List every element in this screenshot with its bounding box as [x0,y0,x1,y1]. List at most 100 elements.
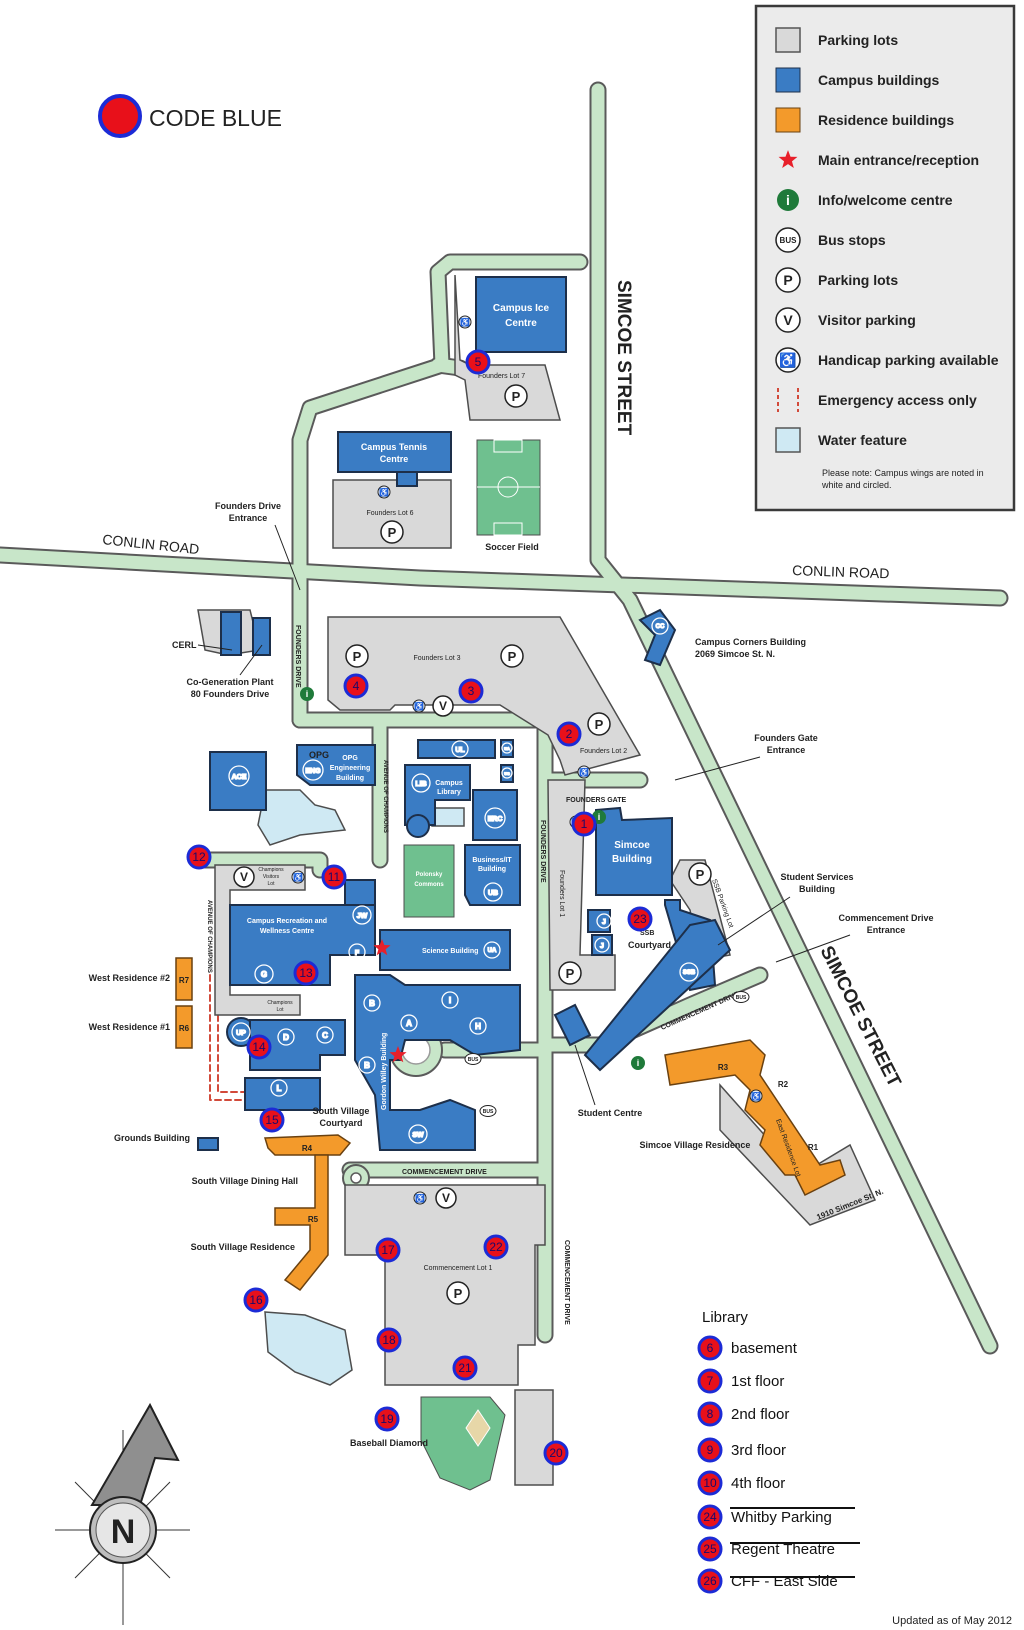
code-blue-station-21: 21 [452,1355,478,1381]
svg-text:P: P [696,867,705,882]
legend-item-parking-lot-swatch: Parking lots [775,27,898,53]
code-blue-station-22: 22 [483,1234,509,1260]
handicap-icon: ♿ [577,765,591,779]
bus-icon: BUS [464,1053,482,1065]
polonsky-commons [403,844,455,918]
code-blue-icon [376,1327,402,1353]
r4-label: R4 [302,1144,313,1153]
legend-item-water-feature-swatch: Water feature [775,427,907,453]
opg-label-3: Building [336,775,364,782]
student-centre [553,1003,592,1047]
champions-visitors-label: Champions [258,867,284,873]
library-legend-number: 25 [703,1542,717,1556]
wing-f: F [355,950,360,957]
commencement-entrance-label: Commencement Drive [838,913,933,923]
code-blue-station-5: 5 [465,349,491,375]
opg-engineering-building [296,744,376,786]
cerl-label: CERL [172,640,197,650]
legend-item-label: Campus buildings [818,72,940,88]
crwc-label-2: Wellness Centre [260,928,314,935]
residence-r7 [175,957,193,1001]
svg-text:BUS: BUS [736,995,747,1001]
svg-text:V: V [439,699,447,713]
code-blue-icon [465,349,491,375]
wing-us: US [504,771,510,776]
library-legend-label: 2nd floor [731,1406,789,1423]
library-legend-label: basement [731,1340,798,1357]
code-blue-station-3: 3 [458,678,484,704]
wing-b-2: B [364,1061,370,1070]
r7-label: R7 [179,976,190,985]
polonsky-label: Polonsky [416,872,443,878]
parking-icon: P [380,520,404,544]
cogen-label: Co-Generation Plant [186,677,273,687]
founders-drive-label-2: FOUNDERS DRIVE [539,820,546,883]
code-blue-station-16: 16 [243,1287,269,1313]
ul-building [417,739,496,759]
d-c-wing [249,1019,346,1071]
code-blue-station-15: 15 [259,1107,285,1133]
code-blue-icon [259,1107,285,1133]
info-icon: i [777,189,799,211]
simcoe-building-label: Simcoe [614,840,650,851]
svg-text:i: i [598,812,601,822]
founders-drive-entrance-label-2: Entrance [229,513,268,523]
founders-drive-entrance-label: Founders Drive [215,501,281,511]
student-services-building [583,918,732,1072]
grounds-building [197,1137,219,1151]
wing-ssb: SSB [683,970,696,976]
code-blue-icon [483,1234,509,1260]
legend-item-label: Visitor parking [818,312,916,328]
code-blue-number: 13 [299,966,313,980]
code-blue-number: 11 [328,870,341,884]
campus-library-label-2: Library [437,789,461,796]
campus-tennis-centre [337,431,452,473]
campus-library [404,764,471,826]
wing-b-1: B [369,999,375,1008]
handicap-icon: ♿ [377,485,391,499]
wing-j-2: J [600,943,604,950]
residence-r6 [175,1005,193,1049]
code-blue-number: 5 [475,355,482,369]
code-blue-icon [458,678,484,704]
parking-icon: P [504,384,528,408]
code-blue-number: 23 [633,912,647,926]
library-legend-number: 7 [707,1374,714,1388]
r1-label: R1 [808,1143,819,1152]
code-blue-number: 4 [353,679,360,693]
visitor-parking-icon: V [435,1187,457,1209]
commencement-lot-1 [344,1184,546,1386]
commencement-entrance-label-2: Entrance [867,925,906,935]
founders-lot-1 [547,779,616,991]
founders-gate-label: FOUNDERS GATE [566,797,626,804]
residence-buildings [175,957,846,1292]
code-blue-number: 16 [249,1293,263,1307]
svg-text:♿: ♿ [414,701,424,711]
wing-l: L [277,1084,282,1093]
ssb-courtyard-label: SSB [640,930,654,937]
legend-item-label: Handicap parking available [818,352,999,368]
legend-item-label: Main entrance/reception [818,152,979,168]
wing-markers: ACE ENG UL UA US LIB ERC UB JW F G UA J … [228,617,699,1144]
water-features [257,789,465,1386]
legend-item-star-icon: Main entrance/reception [778,150,979,169]
svg-text:P: P [783,272,792,288]
parking-icon: P [688,862,712,886]
founders-gate-entrance-label: Founders Gate [754,733,818,743]
handicap-icon: ♿ [775,347,801,373]
water-feature-swatch [775,427,801,453]
north-arrow-icon [90,1402,180,1506]
code-blue-station-17: 17 [375,1237,401,1263]
ace-building [209,751,267,811]
parking-lot-swatch [775,27,801,53]
code-blue-icon [697,1470,723,1496]
wing-up: UP [236,1030,246,1037]
campus-ice-centre [475,276,567,353]
code-blue-station-14: 14 [246,1034,272,1060]
student-centre-label: Student Centre [578,1108,643,1118]
residence-r5 [274,1154,329,1292]
legend-item-label: Parking lots [818,272,898,288]
